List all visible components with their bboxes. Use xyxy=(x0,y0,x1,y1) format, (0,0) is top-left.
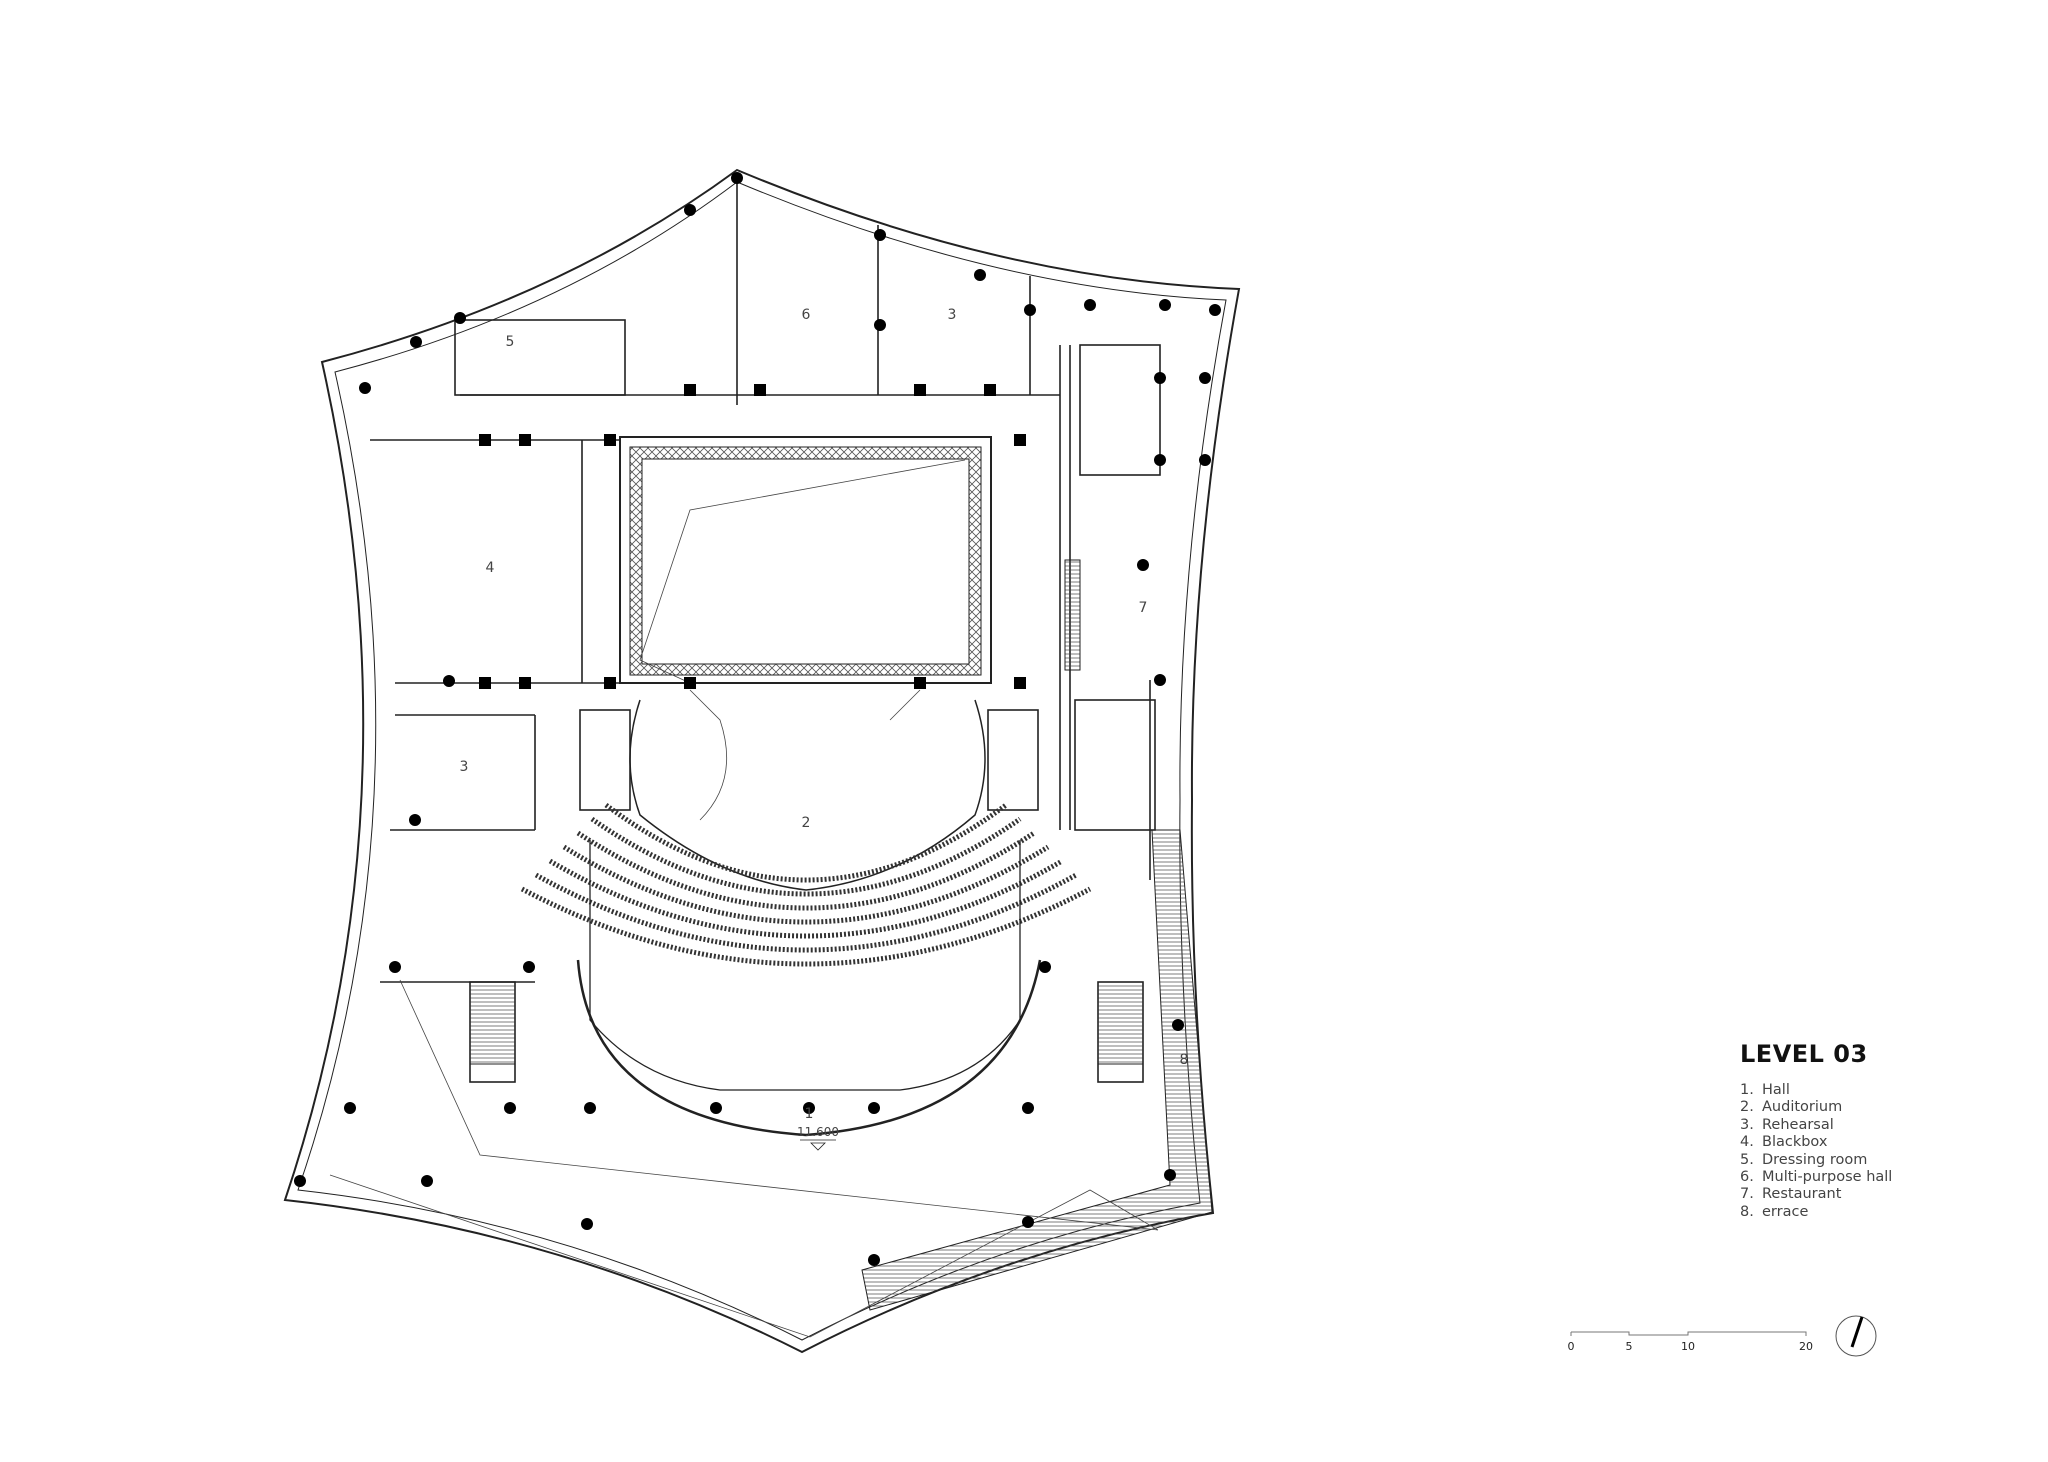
room-label-rehearsal-left: 3 xyxy=(460,759,469,775)
elevation-triangle-icon xyxy=(800,1139,836,1151)
column xyxy=(1172,1019,1184,1031)
column xyxy=(1164,1169,1176,1181)
legend-item: 8.errace xyxy=(1740,1203,1809,1220)
legend-item: 5.Dressing room xyxy=(1740,1151,1868,1168)
column xyxy=(1024,304,1036,316)
stage xyxy=(619,436,992,684)
column xyxy=(389,961,401,973)
column xyxy=(731,172,743,184)
column xyxy=(584,1102,596,1114)
hall-lines xyxy=(329,979,1159,1338)
column xyxy=(874,319,886,331)
column xyxy=(1154,454,1166,466)
scale-label-20: 20 xyxy=(1799,1340,1813,1353)
column xyxy=(410,336,422,348)
column xyxy=(1199,454,1211,466)
column xyxy=(1209,304,1221,316)
legend-item: 6.Multi-purpose hall xyxy=(1740,1169,1893,1186)
column xyxy=(1137,559,1149,571)
square-column xyxy=(1014,677,1026,689)
column xyxy=(523,961,535,973)
square-column xyxy=(914,677,926,689)
column xyxy=(974,269,986,281)
legend-item: 7.Restaurant xyxy=(1740,1186,1842,1203)
column xyxy=(1199,372,1211,384)
terrace-deck xyxy=(861,829,1213,1311)
column xyxy=(874,229,886,241)
column xyxy=(1039,961,1051,973)
room-label-auditorium: 2 xyxy=(802,815,811,831)
column xyxy=(684,204,696,216)
level-title: LEVEL 03 xyxy=(1740,1040,1868,1068)
square-column xyxy=(914,384,926,396)
square-column xyxy=(479,677,491,689)
column xyxy=(1154,674,1166,686)
column xyxy=(294,1175,306,1187)
columns xyxy=(294,172,1221,1266)
column xyxy=(1154,372,1166,384)
legend-item: 3.Rehearsal xyxy=(1740,1116,1834,1133)
legend-item: 4.Blackbox xyxy=(1740,1134,1828,1151)
legend-item: 1.Hall xyxy=(1740,1082,1790,1098)
column xyxy=(421,1175,433,1187)
room-label-restaurant: 7 xyxy=(1139,600,1148,616)
room-label-terrace: 8 xyxy=(1180,1052,1189,1068)
column xyxy=(581,1218,593,1230)
square-column xyxy=(604,434,616,446)
square-column xyxy=(519,677,531,689)
legend-item: 2.Auditorium xyxy=(1740,1099,1843,1116)
square-column xyxy=(604,677,616,689)
column xyxy=(504,1102,516,1114)
column xyxy=(1084,299,1096,311)
column xyxy=(803,1102,815,1114)
building-outline xyxy=(283,168,1241,1354)
legend: LEVEL 03 1.Hall 2.Auditorium 3.Rehearsal… xyxy=(1740,1040,1892,1221)
square-column xyxy=(519,434,531,446)
column xyxy=(1022,1216,1034,1228)
scale-bar xyxy=(1570,1331,1807,1336)
square-column xyxy=(684,384,696,396)
auditorium xyxy=(520,689,1092,1137)
room-label-hall: 1 xyxy=(805,1106,814,1122)
scale-label-0: 0 xyxy=(1567,1340,1575,1353)
column xyxy=(359,382,371,394)
column xyxy=(1022,1102,1034,1114)
square-column xyxy=(684,677,696,689)
column xyxy=(443,675,455,687)
column xyxy=(868,1254,880,1266)
column xyxy=(868,1102,880,1114)
room-label-multipurpose: 6 xyxy=(802,307,811,323)
scale-label-10: 10 xyxy=(1681,1340,1695,1353)
square-column xyxy=(1014,434,1026,446)
column xyxy=(409,814,421,826)
stairs xyxy=(469,559,1144,1065)
room-label-rehearsal-top: 3 xyxy=(948,307,957,323)
north-arrow-icon xyxy=(1835,1315,1877,1357)
square-column xyxy=(984,384,996,396)
room-label-dressing: 5 xyxy=(506,334,515,350)
column xyxy=(1159,299,1171,311)
column xyxy=(710,1102,722,1114)
room-label-blackbox: 4 xyxy=(486,560,495,576)
room-labels: 5 6 3 4 7 3 2 1 11.600 8 xyxy=(460,307,1189,1151)
column xyxy=(344,1102,356,1114)
elevation-mark: 11.600 xyxy=(797,1125,839,1139)
square-column xyxy=(754,384,766,396)
square-column xyxy=(479,434,491,446)
column xyxy=(454,312,466,324)
scale-label-5: 5 xyxy=(1625,1340,1633,1353)
